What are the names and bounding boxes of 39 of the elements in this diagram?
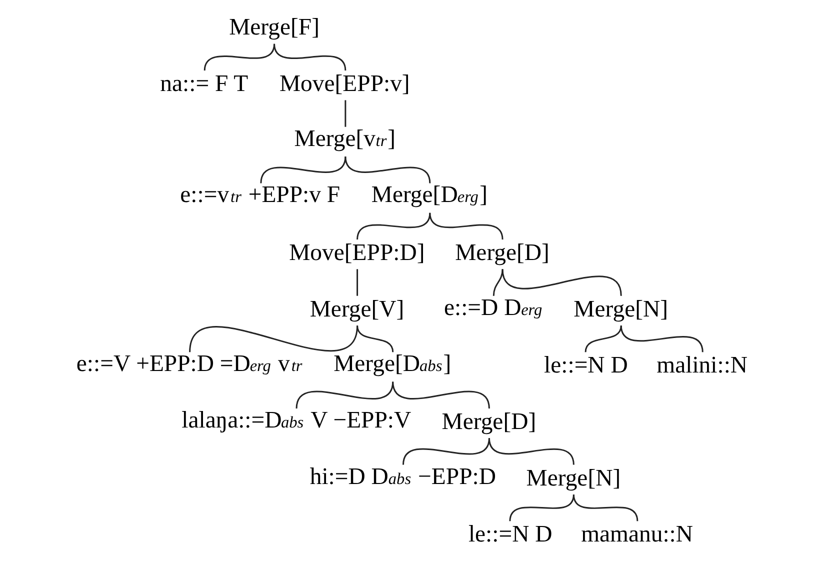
connector [620,325,704,352]
connector [344,100,346,127]
node-text: e::=V +EPP:D =Derg vtr [76,351,302,378]
connector [260,156,346,184]
connector [488,438,574,465]
node-text: malini::N [656,352,748,379]
node-text: na::= F T [160,71,248,97]
node-text: e::=D Derg [444,294,542,321]
connector [502,269,622,296]
node-text: Merge[D] [442,408,536,435]
node-text: Merge[N] [526,465,621,492]
node-text: Merge[Derg] [371,182,488,208]
node-text: Merge[D] [455,240,550,266]
node-text: Move[EPP:D] [289,240,425,266]
node-text: Merge[F] [229,14,320,41]
connector [356,325,394,352]
node-text: Merge[Dabs] [334,351,452,378]
connector [189,325,358,352]
connector [356,269,358,296]
node-text: Merge[vtr] [294,126,396,152]
connector [392,382,490,409]
node-text: hi:=D Dabs −EPP:D [310,464,496,490]
connector [584,325,622,352]
node-text: lalaŋa::=Dabs V −EPP:V [182,407,412,434]
connector [509,494,574,522]
connector [344,156,431,184]
connector [572,494,638,522]
node-text: Merge[V] [310,296,404,322]
connector [356,212,431,240]
node-text: le::=N D [468,522,552,548]
node-text: Merge[N] [574,296,668,322]
node-text: mamanu::N [581,522,694,548]
node-text: Move[EPP:v] [279,71,410,97]
connector [429,212,504,240]
connector [296,382,394,409]
connector [492,269,504,296]
node-text: le::=N D [544,352,628,379]
node-text: e::=vtr +EPP:v F [180,182,340,208]
connector [274,44,346,71]
